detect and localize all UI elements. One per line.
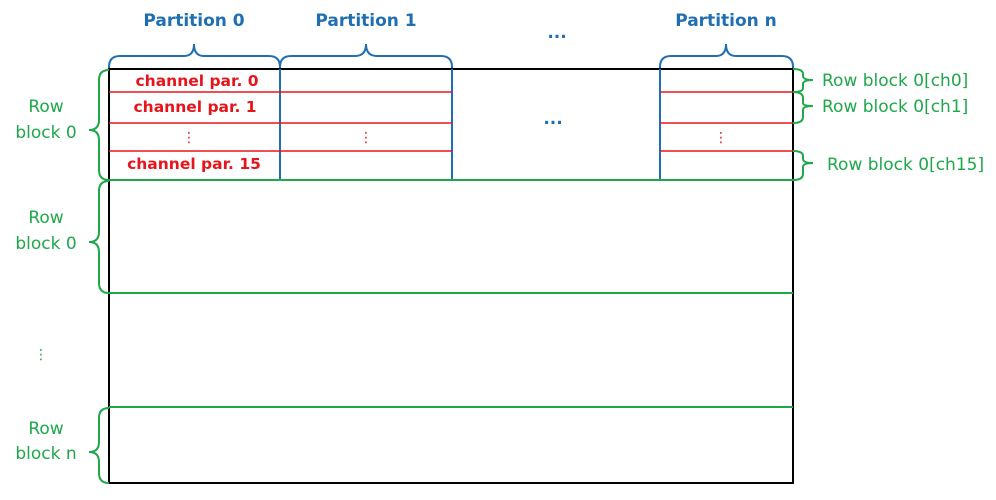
channel-vdots-p1: ⋮ (359, 130, 373, 146)
rowblock-left-1-line2: block 0 (15, 234, 76, 254)
rowblock-right-ch15: Row block 0[ch15] (827, 155, 984, 175)
channel-vdots-p0: ⋮ (182, 130, 196, 146)
partition-1-label: Partition 1 (315, 11, 416, 31)
rowblock-left-0-line2: block 0 (15, 123, 76, 143)
rowblock-brace-left-1 (88, 180, 110, 294)
channel-vdots-pn: ⋮ (714, 130, 728, 146)
rowblock-brace-left-0 (88, 69, 110, 181)
rowblock-left-n-line2: block n (15, 444, 76, 464)
middle-ellipsis: ... (543, 109, 562, 129)
rowblock-right-ch1: Row block 0[ch1] (822, 97, 968, 117)
rowblock-left-n-line1: Row (28, 419, 63, 439)
rowblock-left-1-line1: Row (28, 208, 63, 228)
rowblock-left-0-line1: Row (28, 97, 63, 117)
partition-n-label: Partition n (675, 11, 777, 31)
partition-brace-0 (108, 43, 281, 68)
partition-0-label: Partition 0 (143, 11, 244, 31)
rowblock-brace-right-ch0 (792, 68, 814, 93)
rowblock-right-ch0: Row block 0[ch0] (822, 71, 968, 91)
channel-15-label: channel par. 15 (127, 155, 261, 173)
rowblock-brace-right-ch15 (792, 150, 814, 181)
partition-brace-n (659, 43, 794, 68)
rowblock-left-vdots: ⋮ (34, 347, 48, 363)
channel-0-label: channel par. 0 (135, 72, 258, 90)
partition-brace-1 (279, 43, 453, 68)
rowblock-brace-left-n (88, 407, 110, 484)
channel-1-label: channel par. 1 (133, 98, 256, 116)
rowblock-brace-right-ch1 (792, 91, 814, 124)
partition-ellipsis: ... (547, 23, 566, 43)
